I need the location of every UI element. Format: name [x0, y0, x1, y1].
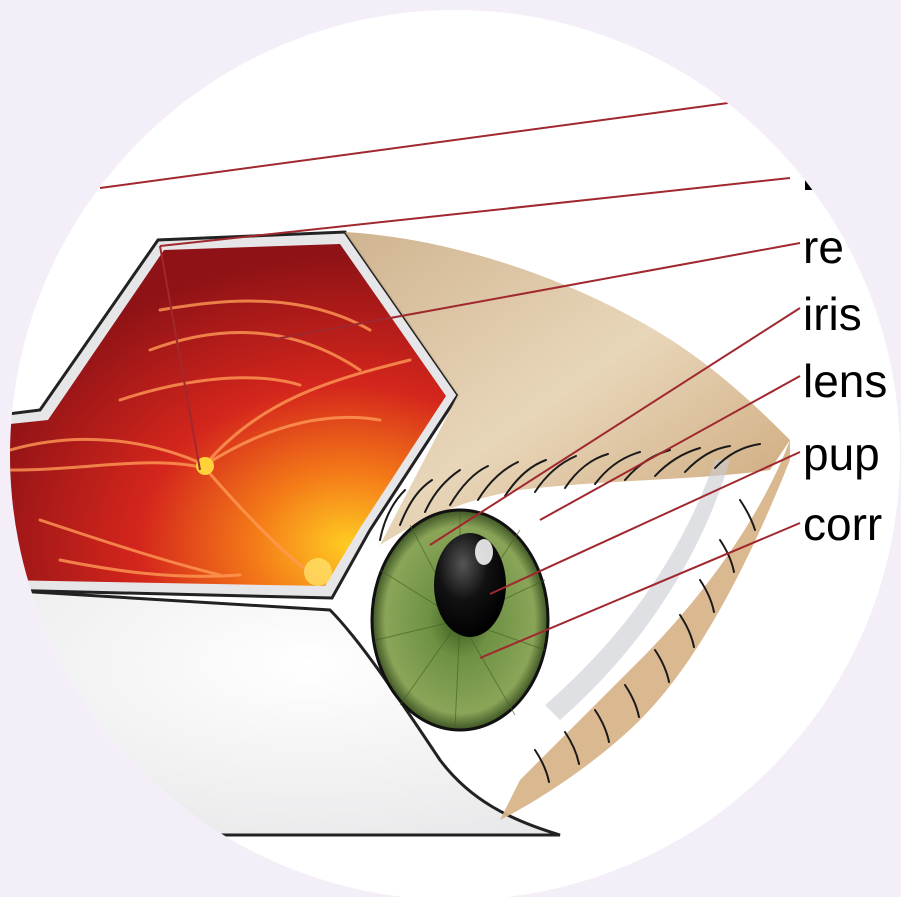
label-pupil: pup — [803, 428, 880, 480]
label-iris: iris — [803, 288, 862, 340]
pupil-reflection — [475, 539, 493, 565]
macula-highlight — [304, 558, 332, 586]
pupil — [434, 533, 506, 637]
label-cornea: corr — [803, 498, 882, 550]
label-lens: lens — [803, 355, 887, 407]
label-fragment-top — [805, 176, 817, 190]
label-retina: re — [803, 221, 844, 273]
